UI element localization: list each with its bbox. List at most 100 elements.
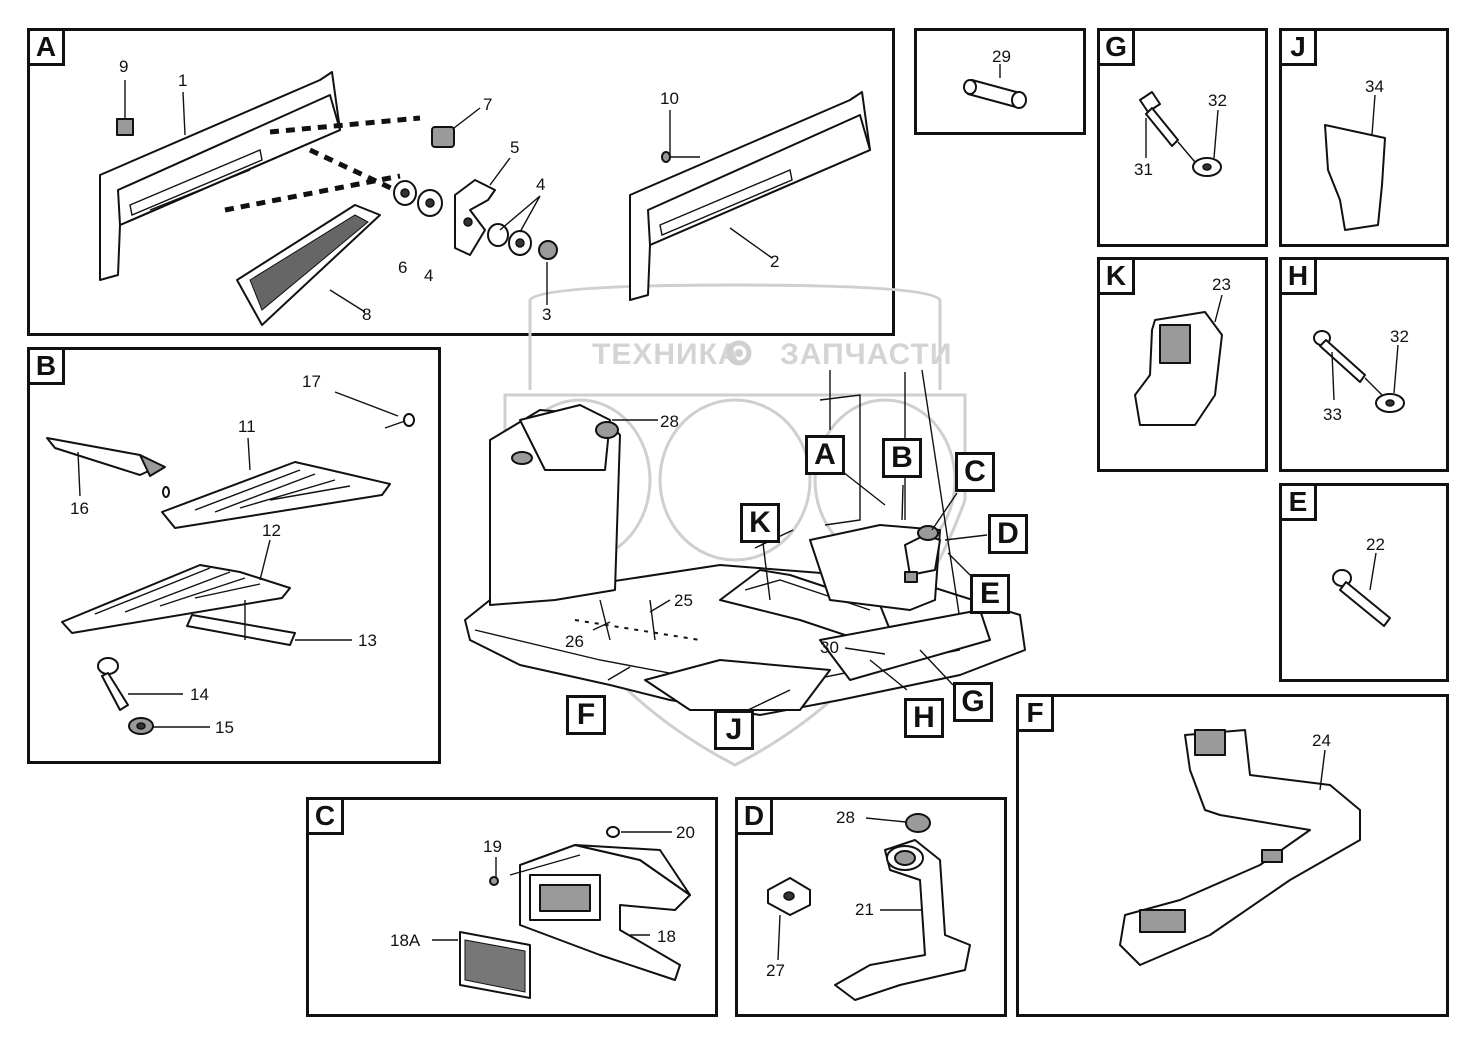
strip-13 bbox=[186, 614, 296, 646]
part-label-20: 20 bbox=[676, 823, 695, 842]
callout-c: C bbox=[955, 452, 995, 492]
panel-h-label: H bbox=[1279, 257, 1317, 295]
duct-23 bbox=[1134, 294, 1223, 426]
panel-d-label: D bbox=[735, 797, 773, 835]
part-label-4a: 4 bbox=[536, 175, 545, 194]
gear-icon bbox=[726, 340, 752, 366]
panel-h: H bbox=[1279, 257, 1449, 472]
callout-e: E bbox=[970, 574, 1010, 614]
cab-floor-assembly bbox=[464, 369, 1026, 716]
panel-a-leaders bbox=[124, 80, 773, 313]
screw-10 bbox=[661, 151, 700, 163]
part-label-28a: 28 bbox=[660, 412, 679, 431]
panel-b-leaders bbox=[128, 437, 352, 728]
callout-h: H bbox=[904, 698, 944, 738]
part-label-13: 13 bbox=[358, 631, 377, 650]
baffle-plate-12 bbox=[61, 564, 291, 634]
baffle-plate-11 bbox=[161, 461, 391, 529]
clip-7 bbox=[431, 126, 455, 148]
part-label-27: 27 bbox=[766, 961, 785, 980]
part-label-10: 10 bbox=[660, 89, 679, 108]
watermark-left-text: ТЕХНИКА bbox=[592, 338, 741, 371]
duct-24 bbox=[1119, 729, 1361, 966]
panel-b-label: B bbox=[27, 347, 65, 385]
watermark-right-text: ЗАПЧАСТИ bbox=[780, 338, 952, 371]
air-filter-8 bbox=[236, 204, 381, 326]
screw-19-washer-20 bbox=[432, 826, 672, 941]
sealant-tube-16 bbox=[46, 437, 170, 498]
part-label-29: 29 bbox=[992, 47, 1011, 66]
bolt-33 bbox=[1313, 330, 1386, 401]
callout-b: B bbox=[882, 438, 922, 478]
part-label-25: 25 bbox=[674, 591, 693, 610]
washers-4-6 bbox=[393, 180, 558, 260]
part-label-16: 16 bbox=[70, 499, 89, 518]
panel-e: E bbox=[1279, 483, 1449, 682]
washer-32b bbox=[1375, 344, 1405, 413]
panel-e-label: E bbox=[1279, 483, 1317, 521]
grille-18 bbox=[509, 844, 691, 981]
part-label-9: 9 bbox=[119, 57, 128, 76]
washer-32a bbox=[1192, 109, 1222, 177]
part-label-3: 3 bbox=[542, 305, 551, 324]
part-label-8: 8 bbox=[362, 305, 371, 324]
part-label-15: 15 bbox=[215, 718, 234, 737]
panel-f-label: F bbox=[1016, 694, 1054, 732]
part-label-21: 21 bbox=[855, 900, 874, 919]
part-label-11: 11 bbox=[238, 417, 256, 436]
nut-9 bbox=[116, 118, 134, 136]
callout-j: J bbox=[714, 710, 754, 750]
part-label-5: 5 bbox=[510, 138, 519, 157]
bolt-22 bbox=[1332, 552, 1391, 627]
part-label-6: 6 bbox=[398, 258, 407, 277]
duct-21 bbox=[834, 839, 971, 1001]
cap-28 bbox=[865, 813, 931, 833]
panel-g-label: G bbox=[1097, 28, 1135, 66]
part-label-22: 22 bbox=[1366, 535, 1385, 554]
callout-a: A bbox=[805, 435, 845, 475]
part-label-26: 26 bbox=[565, 632, 584, 651]
part-label-7: 7 bbox=[483, 95, 492, 114]
part-label-18A: 18A bbox=[390, 931, 421, 950]
part-label-19: 19 bbox=[483, 837, 502, 856]
part-label-32a: 32 bbox=[1208, 91, 1227, 110]
screw-17 bbox=[334, 391, 415, 429]
bolt-14 bbox=[97, 657, 154, 735]
part-label-24: 24 bbox=[1312, 731, 1331, 750]
sleeve-29 bbox=[963, 64, 1027, 109]
filter-pad-18a bbox=[459, 931, 531, 999]
callout-d: D bbox=[988, 514, 1028, 554]
part-label-4b: 4 bbox=[424, 266, 433, 285]
cover-34 bbox=[1324, 94, 1386, 231]
part-label-18: 18 bbox=[657, 927, 676, 946]
part-label-2: 2 bbox=[770, 252, 779, 271]
part-label-34: 34 bbox=[1365, 77, 1384, 96]
filter-frame-left bbox=[99, 71, 341, 281]
bolt-31 bbox=[1139, 91, 1201, 169]
filter-frame-right bbox=[629, 91, 871, 301]
panel-a-label: A bbox=[27, 28, 65, 66]
panel-29 bbox=[914, 28, 1086, 135]
part-label-14: 14 bbox=[190, 685, 209, 704]
part-label-30: 30 bbox=[820, 638, 839, 657]
part-label-33: 33 bbox=[1323, 405, 1342, 424]
callout-g: G bbox=[953, 682, 993, 722]
part-label-1: 1 bbox=[178, 71, 187, 90]
callout-f: F bbox=[566, 695, 606, 735]
part-label-23: 23 bbox=[1212, 275, 1231, 294]
panel-g: G bbox=[1097, 28, 1268, 247]
part-label-28b: 28 bbox=[836, 808, 855, 827]
nut-27 bbox=[767, 877, 811, 961]
part-label-12: 12 bbox=[262, 521, 281, 540]
part-label-32b: 32 bbox=[1390, 327, 1409, 346]
panel-c-label: C bbox=[306, 797, 344, 835]
panel-b: B bbox=[27, 347, 441, 764]
seal-strip-lower bbox=[224, 173, 401, 213]
part-label-31: 31 bbox=[1134, 160, 1153, 179]
bracket-5 bbox=[454, 179, 496, 256]
panel-k-label: K bbox=[1097, 257, 1135, 295]
part-label-17: 17 bbox=[302, 372, 321, 391]
callout-k: K bbox=[740, 503, 780, 543]
